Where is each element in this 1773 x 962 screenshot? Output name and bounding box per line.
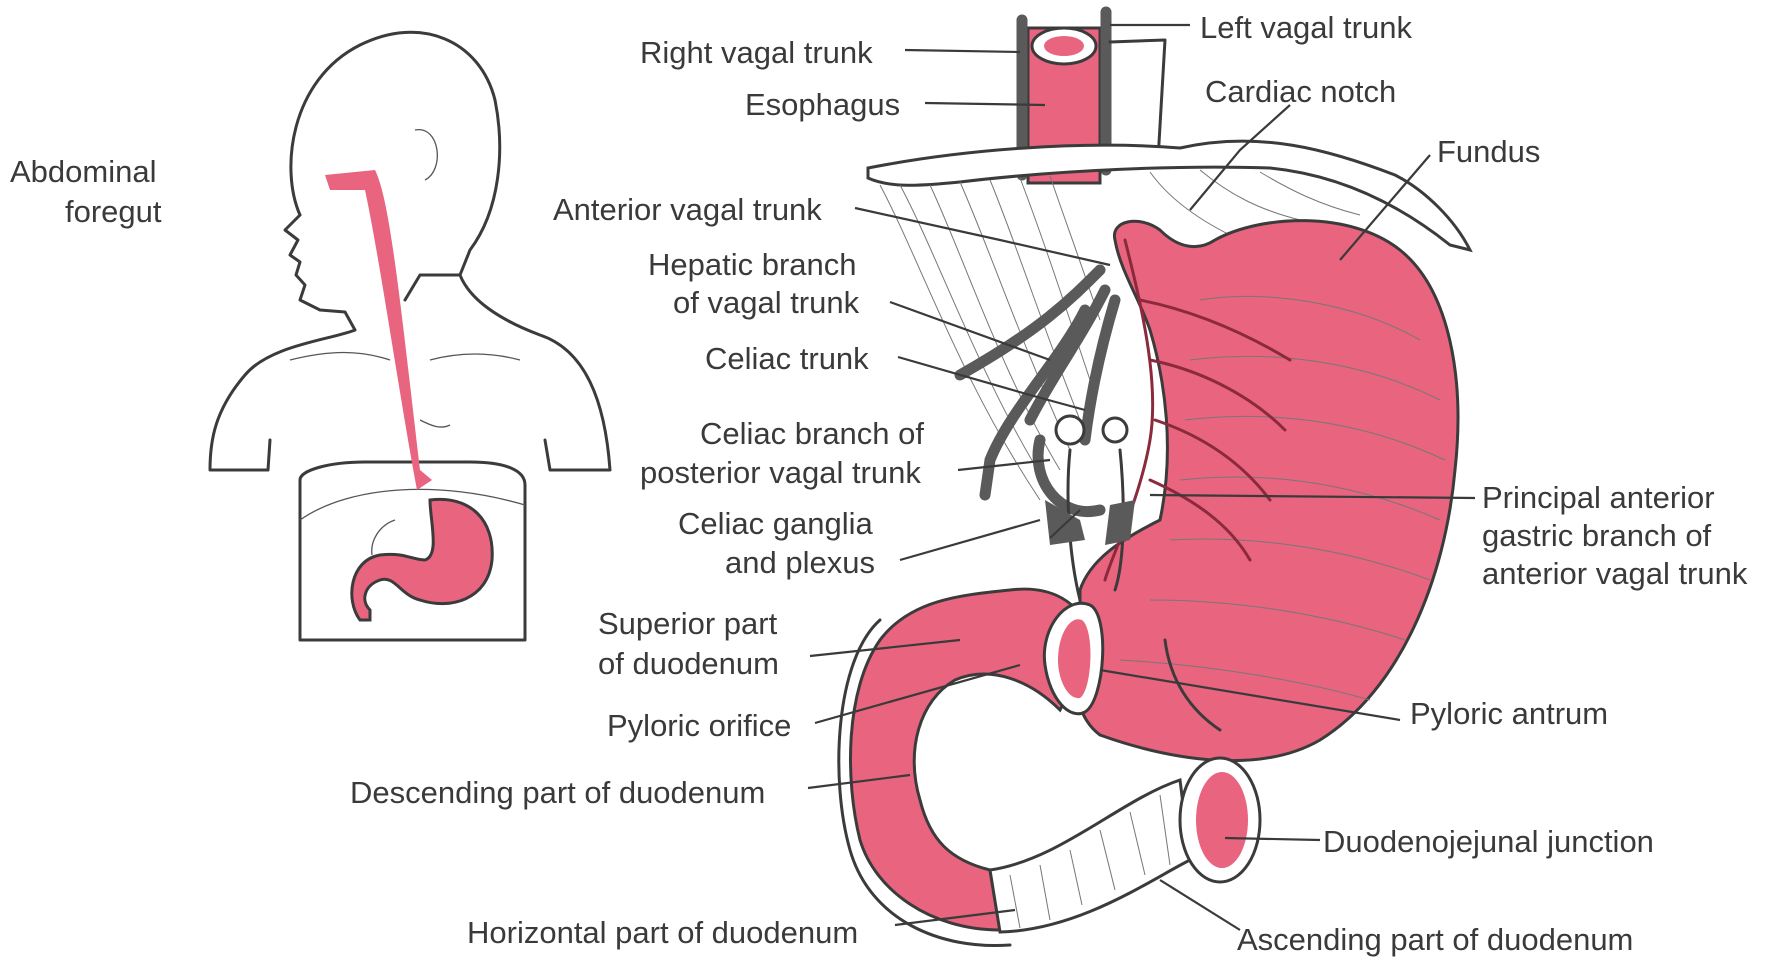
label-principal-anterior-3: anterior vagal trunk <box>1482 556 1748 591</box>
label-cardiac-notch: Cardiac notch <box>1205 74 1396 109</box>
label-principal-anterior-1: Principal anterior <box>1482 480 1715 515</box>
label-superior-duodenum-2: of duodenum <box>598 646 779 681</box>
label-hepatic-branch-1: Hepatic branch <box>648 247 857 282</box>
label-ascending-duodenum: Ascending part of duodenum <box>1237 922 1633 957</box>
label-right-vagal-trunk: Right vagal trunk <box>640 35 873 70</box>
label-left-vagal-trunk: Left vagal trunk <box>1200 10 1412 45</box>
label-celiac-trunk: Celiac trunk <box>705 341 869 376</box>
label-abdominal-foregut-1: Abdominal <box>10 154 156 189</box>
torso-figure <box>210 32 610 640</box>
stomach-body <box>1076 221 1458 761</box>
label-horizontal-duodenum: Horizontal part of duodenum <box>467 915 858 950</box>
label-anterior-vagal-trunk: Anterior vagal trunk <box>553 192 822 227</box>
label-superior-duodenum-1: Superior part <box>598 606 778 641</box>
label-esophagus: Esophagus <box>745 87 900 122</box>
label-celiac-branch-1: Celiac branch of <box>700 416 924 451</box>
label-fundus: Fundus <box>1437 134 1540 169</box>
label-pyloric-antrum: Pyloric antrum <box>1410 696 1608 731</box>
label-hepatic-branch-2: of vagal trunk <box>673 285 860 320</box>
label-descending-duodenum: Descending part of duodenum <box>350 775 765 810</box>
label-celiac-ganglia-1: Celiac ganglia <box>678 506 873 541</box>
label-celiac-ganglia-2: and plexus <box>725 545 875 580</box>
label-pyloric-orifice: Pyloric orifice <box>607 708 791 743</box>
label-principal-anterior-2: gastric branch of <box>1482 518 1712 553</box>
stomach-diagram <box>839 12 1470 946</box>
label-duodenojejunal-junction: Duodenojejunal junction <box>1323 824 1654 859</box>
label-abdominal-foregut-2: foregut <box>65 194 162 229</box>
label-celiac-branch-2: posterior vagal trunk <box>640 455 921 490</box>
